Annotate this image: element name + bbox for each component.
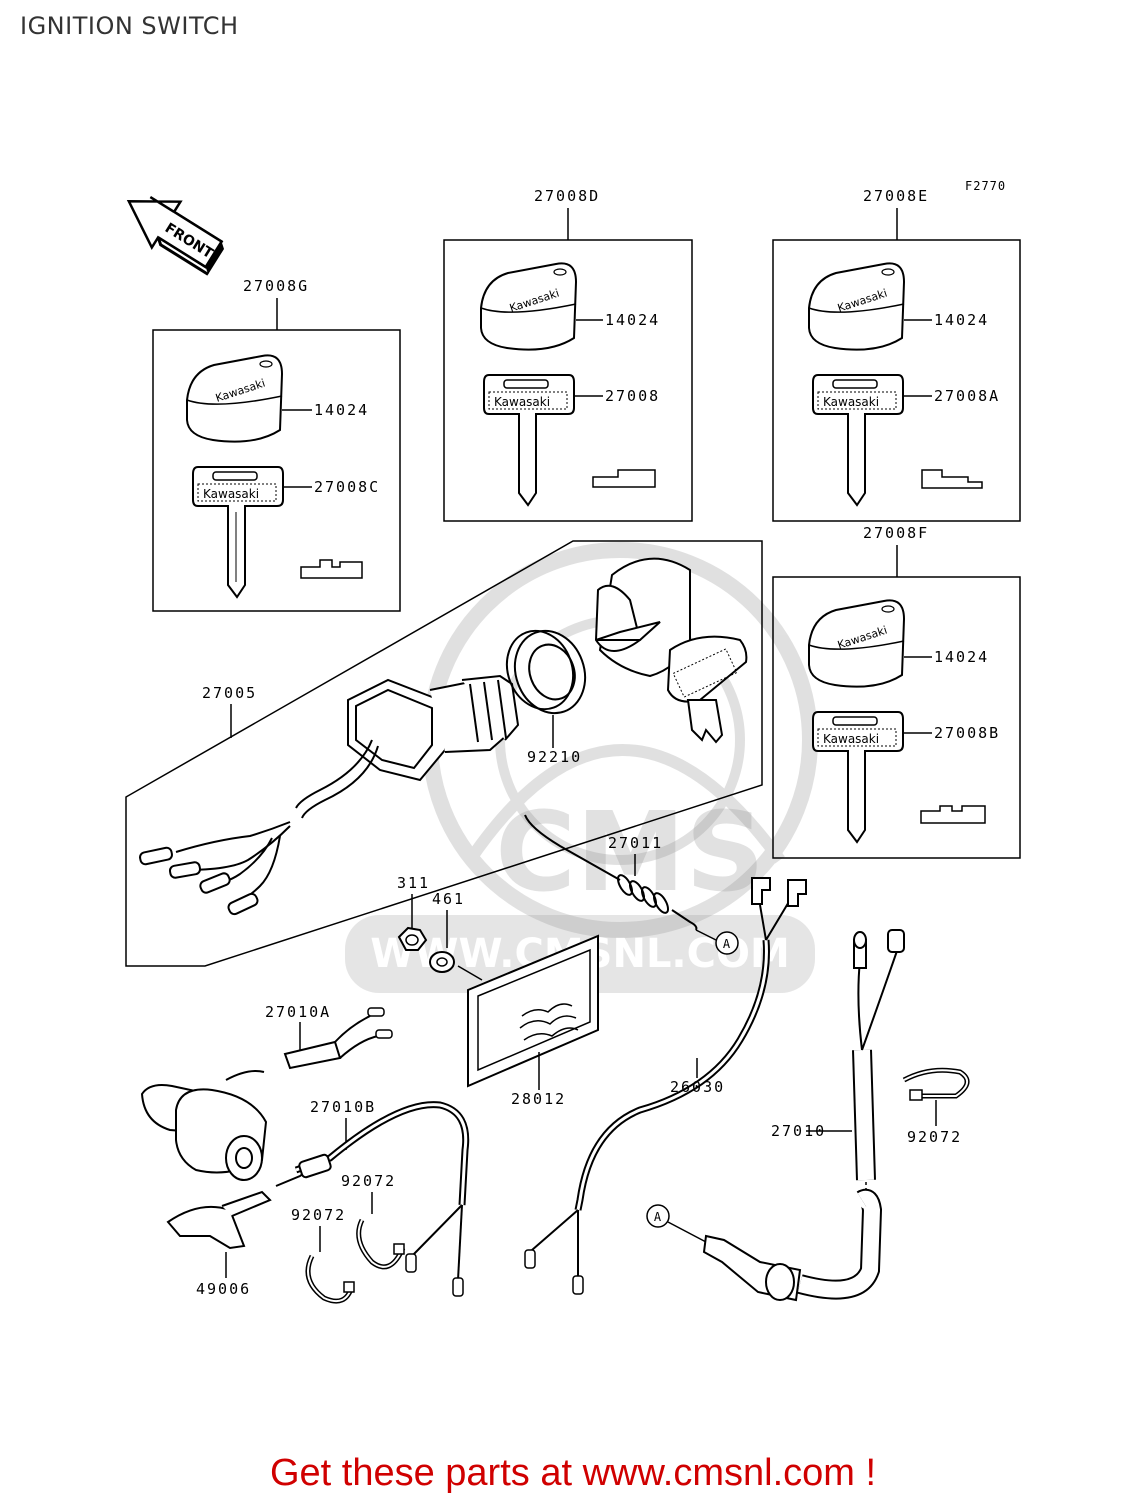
part-label-27008C: 27008C [314,478,380,496]
handlebar-switch-icon [140,1070,268,1181]
footer-promo-link[interactable]: Get these parts at www.cmsnl.com ! [269,1452,877,1494]
key-cut-profile-icon [920,805,986,824]
connector-icon [751,877,771,905]
part-label-27010B: 27010B [310,1098,376,1116]
switch-wires [175,739,379,903]
key-set-27008F-label: 27008F [863,524,929,542]
washer-461: 461 [429,890,483,981]
wire-27010: 27010 [771,929,905,1300]
key-brand: Kawasaki [494,395,550,409]
key-set-27008D-label: 27008D [534,187,600,205]
part-label-14024: 14024 [605,311,660,329]
switch-body-icon [347,674,520,782]
part-label-27008: 27008 [605,387,660,405]
switch-assembly-outline [125,540,763,967]
part-label-27008B: 27008B [934,724,1000,742]
part-label-92072-mid: 92072 [341,1172,396,1190]
key-brand: Kawasaki [203,487,259,501]
part-label-27005: 27005 [202,684,257,702]
spring-27011: 27011 A [524,814,739,955]
grommet-92210-icon [505,629,587,715]
bracket-icon [166,1205,246,1250]
key-set-27008E-label: 27008E [863,187,929,205]
key-set-27008D: 27008D Kawasaki 14024 Kawasaki 27008 [443,187,693,522]
wire-27010A: 27010A [265,1003,393,1070]
key-cut-profile-icon [592,469,656,488]
watermark-brand: CMS [495,788,764,916]
callout-marker [646,1204,670,1228]
key-set-27008G-label: 27008G [243,277,309,295]
clamp-92072-mid: 92072 [341,1172,406,1270]
part-label-92072-left: 92072 [291,1206,346,1224]
part-label-461: 461 [432,890,465,908]
callout-marker-label: A [723,937,731,951]
part-label-14024: 14024 [314,401,369,419]
part-label-28012: 28012 [511,1090,566,1108]
key-cap-icon: Kawasaki [186,354,284,443]
part-label-14024: 14024 [934,648,989,666]
part-label-92210: 92210 [527,748,582,766]
key-blade-icon: Kawasaki [812,374,904,507]
key-cap-icon: Kawasaki [480,262,578,351]
hex-nut-icon [397,926,428,951]
figure-code: F2770 [965,179,1006,193]
key-cut-profile-icon [921,469,983,489]
clamp-92072-left: 92072 [291,1206,355,1304]
spring-coil-icon [617,874,698,931]
key-blade-icon: Kawasaki [483,374,575,507]
callout-marker [715,931,739,955]
key-blade-icon: Kawasaki [812,711,904,844]
wire-connector-icon [139,846,259,916]
pad-28012: 28012 [467,934,599,1108]
connector-icon [787,879,807,907]
page-title: IGNITION SWITCH [20,12,239,40]
part-label-27010: 27010 [771,1122,826,1140]
knob-housing-icon [594,557,748,744]
key-set-27008F: 27008F Kawasaki 14024 Kawasaki 27008B [772,524,1021,859]
switch-assembly-27005: 27005 [125,540,763,967]
key-set-27008E: 27008E Kawasaki 14024 Kawasaki 27008A [772,187,1021,522]
key-blade-icon: Kawasaki [192,466,284,599]
part-label-27011: 27011 [608,834,663,852]
key-cap-icon: Kawasaki [808,599,906,688]
part-label-49006: 49006 [196,1280,251,1298]
part-label-27008A: 27008A [934,387,1000,405]
part-label-92072-right: 92072 [907,1128,962,1146]
key-set-27008G: 27008G Kawasaki 14024 Kawasaki 27008C [152,277,401,612]
washer-icon [429,951,455,973]
key-brand: Kawasaki [823,395,879,409]
key-brand: Kawasaki [823,732,879,746]
clamp-92072-right: 92072 [902,1067,970,1146]
wire-27010B: 27010B [275,1098,470,1297]
part-label-26030: 26030 [670,1078,725,1096]
nut-311: 311 [397,874,430,951]
key-cut-profile-icon [300,559,363,579]
harness-26030: 26030 [524,877,807,1295]
part-label-311: 311 [397,874,430,892]
key-cap-icon: Kawasaki [808,262,906,351]
sensor-switch: A [646,1204,802,1302]
front-arrow-icon: FRONT [126,195,225,276]
part-label-27010A: 27010A [265,1003,331,1021]
bracket-49006: 49006 [166,1190,272,1298]
callout-marker-label: A [654,1210,662,1224]
part-label-14024: 14024 [934,311,989,329]
